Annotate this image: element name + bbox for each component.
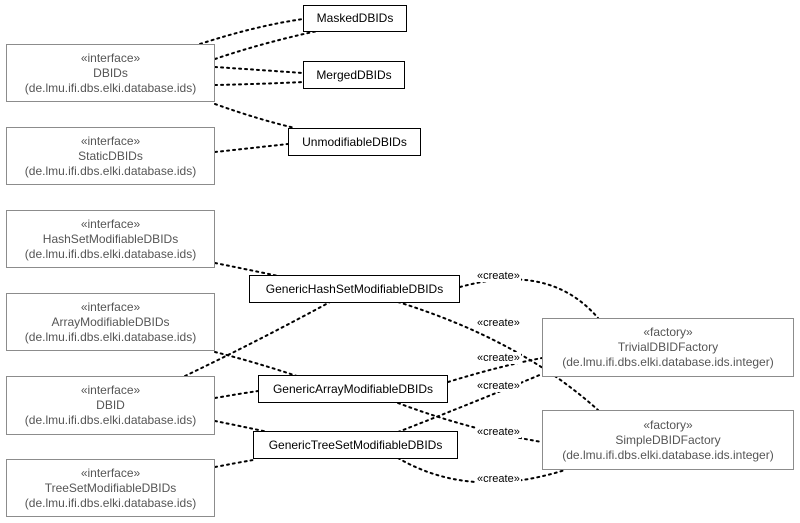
trivial-dbid-factory-node[interactable]: «factory» TrivialDBIDFactory (de.lmu.ifi… (542, 318, 794, 377)
hashset-modifiable-dbids-stereotype: «interface» (80, 216, 141, 231)
edge-dbid-genericarray (214, 390, 259, 399)
edge-dbids-merged (214, 66, 304, 74)
edge-dbids-masked (199, 18, 304, 45)
simple-factory-stereotype: «factory» (643, 417, 693, 432)
dbid-stereotype: «interface» (80, 383, 141, 397)
static-dbids-name: StaticDBIDs (78, 148, 143, 163)
array-modifiable-dbids-stereotype: «interface» (80, 299, 141, 314)
dbids-package: (de.lmu.ifi.dbs.elki.database.ids) (24, 80, 197, 95)
trivial-factory-package: (de.lmu.ifi.dbs.elki.database.ids.intege… (562, 355, 774, 369)
merged-dbids-name: MergedDBIDs (316, 67, 392, 82)
edge-array-genericarray (214, 351, 304, 379)
edge-genericarray-simple (397, 402, 543, 443)
dbids-stereotype: «interface» (80, 50, 141, 65)
dbid-name: DBID (96, 398, 125, 412)
dbid-package: (de.lmu.ifi.dbs.elki.database.ids) (24, 413, 197, 427)
static-dbids-interface-node[interactable]: «interface» StaticDBIDs (de.lmu.ifi.dbs.… (6, 127, 215, 185)
create-label: «create» (476, 352, 521, 364)
generic-array-modifiable-dbids-node[interactable]: GenericArrayModifiableDBIDs (258, 375, 448, 403)
merged-dbids-node[interactable]: MergedDBIDs (303, 61, 405, 89)
treeset-modifiable-dbids-stereotype: «interface» (80, 465, 141, 480)
create-label: «create» (476, 426, 521, 438)
hashset-modifiable-dbids-package: (de.lmu.ifi.dbs.elki.database.ids) (24, 246, 197, 261)
trivial-factory-stereotype: «factory» (643, 325, 693, 339)
dbid-interface-node[interactable]: «interface» DBID (de.lmu.ifi.dbs.elki.da… (6, 376, 215, 435)
simple-dbid-factory-node[interactable]: «factory» SimpleDBIDFactory (de.lmu.ifi.… (542, 410, 794, 470)
treeset-modifiable-dbids-package: (de.lmu.ifi.dbs.elki.database.ids) (24, 495, 197, 510)
treeset-modifiable-dbids-interface-node[interactable]: «interface» TreeSetModifiableDBIDs (de.l… (6, 459, 215, 517)
hashset-modifiable-dbids-name: HashSetModifiableDBIDs (42, 231, 179, 246)
create-label: «create» (476, 317, 521, 329)
edge-generichash-trivial (459, 278, 599, 319)
static-dbids-stereotype: «interface» (80, 133, 141, 148)
unmodifiable-dbids-name: UnmodifiableDBIDs (302, 134, 407, 149)
generic-hashset-name: GenericHashSetModifiableDBIDs (265, 281, 444, 296)
treeset-modifiable-dbids-name: TreeSetModifiableDBIDs (44, 480, 177, 495)
generic-treeset-name: GenericTreeSetModifiableDBIDs (268, 437, 443, 452)
masked-dbids-node[interactable]: MaskedDBIDs (303, 5, 407, 32)
dbids-interface-node[interactable]: «interface» DBIDs (de.lmu.ifi.dbs.elki.d… (6, 44, 215, 102)
create-label: «create» (476, 380, 521, 392)
simple-factory-name: SimpleDBIDFactory (615, 432, 721, 447)
generic-hashset-modifiable-dbids-node[interactable]: GenericHashSetModifiableDBIDs (249, 275, 460, 303)
edge-generichash-simple (397, 301, 599, 411)
edge-generictree-simple (397, 457, 566, 484)
hashset-modifiable-dbids-interface-node[interactable]: «interface» HashSetModifiableDBIDs (de.l… (6, 210, 215, 268)
edge-dbids-masked-2 (214, 29, 323, 60)
edge-dbid-generichash (184, 301, 331, 377)
edge-generictree-trivial (397, 373, 543, 433)
static-dbids-package: (de.lmu.ifi.dbs.elki.database.ids) (24, 163, 197, 178)
edge-dbids-merged-2 (214, 81, 304, 86)
masked-dbids-name: MaskedDBIDs (316, 11, 394, 25)
dbids-name: DBIDs (93, 65, 128, 80)
create-label: «create» (476, 473, 521, 485)
simple-factory-package: (de.lmu.ifi.dbs.elki.database.ids.intege… (562, 447, 774, 462)
trivial-factory-name: TrivialDBIDFactory (617, 340, 719, 354)
generic-treeset-modifiable-dbids-node[interactable]: GenericTreeSetModifiableDBIDs (253, 431, 458, 459)
edge-dbids-unmodifiable (214, 103, 296, 129)
unmodifiable-dbids-node[interactable]: UnmodifiableDBIDs (288, 128, 421, 156)
generic-array-name: GenericArrayModifiableDBIDs (272, 381, 434, 396)
edge-treeset-generictree (214, 459, 254, 468)
array-modifiable-dbids-package: (de.lmu.ifi.dbs.elki.database.ids) (24, 329, 197, 344)
edge-static-unmodifiable (214, 143, 289, 153)
array-modifiable-dbids-name: ArrayModifiableDBIDs (51, 314, 170, 329)
create-label: «create» (476, 270, 521, 282)
array-modifiable-dbids-interface-node[interactable]: «interface» ArrayModifiableDBIDs (de.lmu… (6, 293, 215, 351)
